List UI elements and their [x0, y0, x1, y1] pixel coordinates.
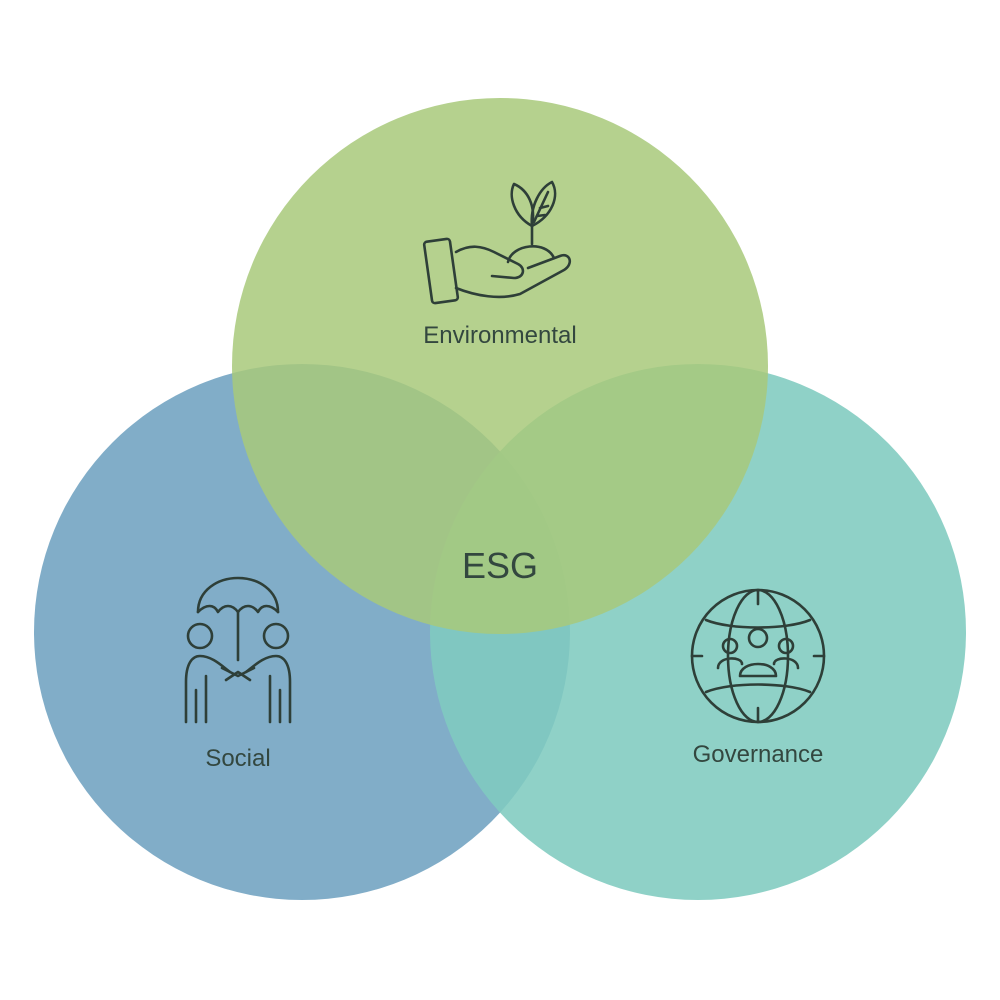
social-label: Social — [205, 745, 270, 772]
environmental-label: Environmental — [423, 322, 576, 349]
handshake-umbrella-icon — [184, 576, 292, 724]
governance-label: Governance — [693, 741, 824, 768]
globe-people-icon — [690, 588, 826, 724]
esg-center-label: ESG — [462, 545, 538, 586]
hand-plant-icon — [422, 180, 572, 305]
environmental-circle — [232, 98, 768, 634]
